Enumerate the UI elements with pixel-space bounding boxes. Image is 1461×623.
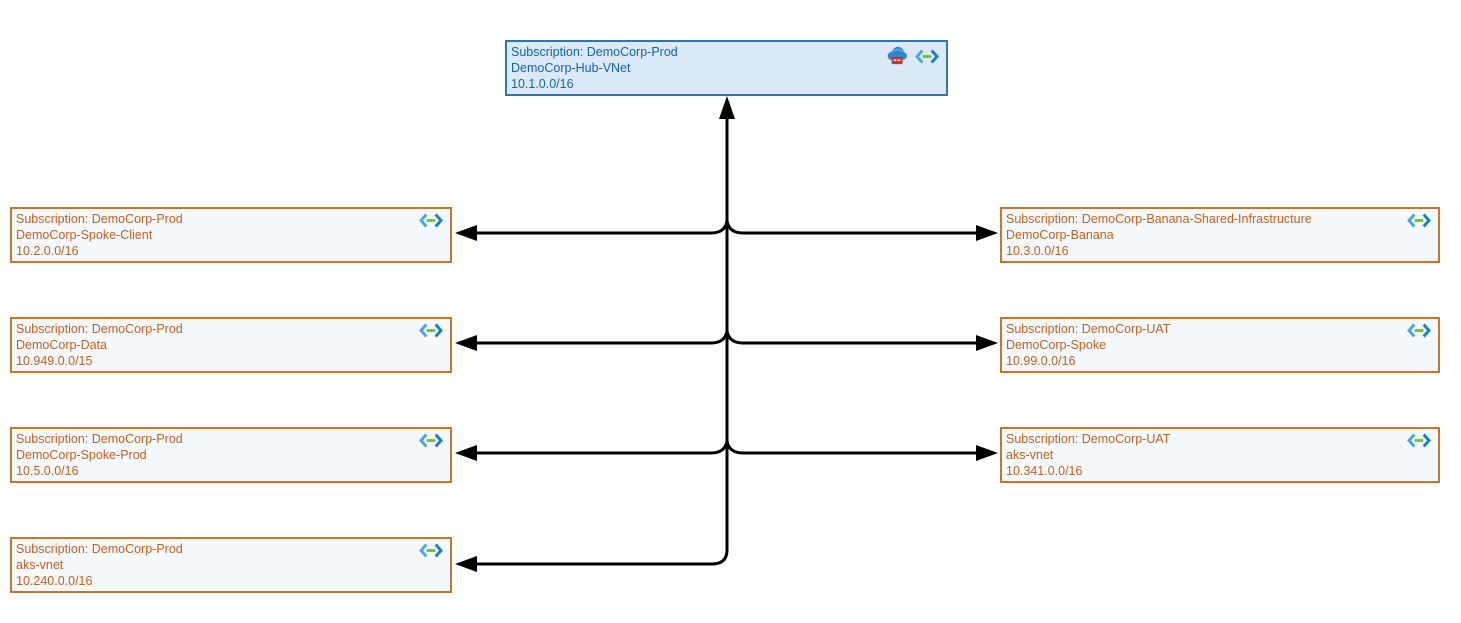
vnet-cidr: 10.949.0.0/15	[16, 354, 93, 368]
vnet-name: DemoCorp-Spoke-Prod	[16, 448, 147, 462]
subscription-label: Subscription: DemoCorp-Prod	[16, 322, 183, 336]
vnet-box-hub[interactable]: Subscription: DemoCorp-Prod DemoCorp-Hub…	[505, 40, 948, 96]
connector-right-2	[725, 330, 977, 345]
connector-right-3	[725, 440, 977, 455]
subscription-label: Subscription: DemoCorp-Banana-Shared-Inf…	[1006, 212, 1312, 226]
vnet-box-uat-spoke[interactable]: Subscription: DemoCorp-UAT DemoCorp-Spok…	[1000, 317, 1440, 373]
arrowhead-left-1	[455, 225, 477, 241]
virtual-network-icon	[419, 323, 443, 342]
vnet-cidr: 10.2.0.0/16	[16, 244, 79, 258]
arrowhead-right-2	[976, 335, 998, 351]
subscription-label: Subscription: DemoCorp-Prod	[16, 542, 183, 556]
subscription-label: Subscription: DemoCorp-Prod	[16, 432, 183, 446]
virtual-network-icon	[419, 433, 443, 452]
vnet-name: DemoCorp-Spoke	[1006, 338, 1107, 352]
virtual-network-icon	[419, 543, 443, 562]
vnet-box-spoke-prod[interactable]: Subscription: DemoCorp-Prod DemoCorp-Spo…	[10, 427, 452, 483]
vnet-cidr: 10.5.0.0/16	[16, 464, 79, 478]
arrowhead-left-2	[455, 335, 477, 351]
vnet-name: aks-vnet	[16, 558, 64, 572]
virtual-network-icon	[1407, 323, 1431, 342]
cloud-gateway-icon	[883, 46, 909, 70]
vnet-name: DemoCorp-Banana	[1006, 228, 1114, 242]
arrowhead-right-3	[976, 445, 998, 461]
subscription-label: Subscription: DemoCorp-Prod	[511, 45, 678, 59]
vnet-cidr: 10.240.0.0/16	[16, 574, 93, 588]
subscription-label: Subscription: DemoCorp-UAT	[1006, 322, 1171, 336]
vnet-cidr: 10.1.0.0/16	[511, 77, 574, 91]
vnet-name: DemoCorp-Spoke-Client	[16, 228, 153, 242]
vnet-box-aks-uat[interactable]: Subscription: DemoCorp-UAT aks-vnet 10.3…	[1000, 427, 1440, 483]
arrowhead-left-3	[455, 445, 477, 461]
arrowhead-up-hub	[719, 96, 735, 119]
virtual-network-icon	[1407, 433, 1431, 452]
vnet-cidr: 10.99.0.0/16	[1006, 354, 1076, 368]
connector-left-3	[477, 440, 729, 455]
virtual-network-icon	[1407, 213, 1431, 232]
arrowhead-left-4	[455, 556, 477, 572]
vnet-cidr: 10.3.0.0/16	[1006, 244, 1069, 258]
arrowhead-right-1	[976, 225, 998, 241]
vnet-box-aks-prod[interactable]: Subscription: DemoCorp-Prod aks-vnet 10.…	[10, 537, 452, 593]
vnet-cidr: 10.341.0.0/16	[1006, 464, 1083, 478]
vnet-box-data[interactable]: Subscription: DemoCorp-Prod DemoCorp-Dat…	[10, 317, 452, 373]
hub-box-icons	[883, 46, 939, 70]
vnet-name: DemoCorp-Hub-VNet	[511, 61, 631, 75]
subscription-label: Subscription: DemoCorp-Prod	[16, 212, 183, 226]
connector-left-1	[477, 220, 729, 235]
connector-right-1	[725, 220, 977, 235]
vnet-name: aks-vnet	[1006, 448, 1054, 462]
connector-left-2	[477, 330, 729, 345]
trunk-connector	[477, 110, 729, 566]
virtual-network-icon	[915, 49, 939, 68]
subscription-label: Subscription: DemoCorp-UAT	[1006, 432, 1171, 446]
vnet-name: DemoCorp-Data	[16, 338, 108, 352]
vnet-box-banana[interactable]: Subscription: DemoCorp-Banana-Shared-Inf…	[1000, 207, 1440, 263]
vnet-box-spoke-client[interactable]: Subscription: DemoCorp-Prod DemoCorp-Spo…	[10, 207, 452, 263]
virtual-network-icon	[419, 213, 443, 232]
